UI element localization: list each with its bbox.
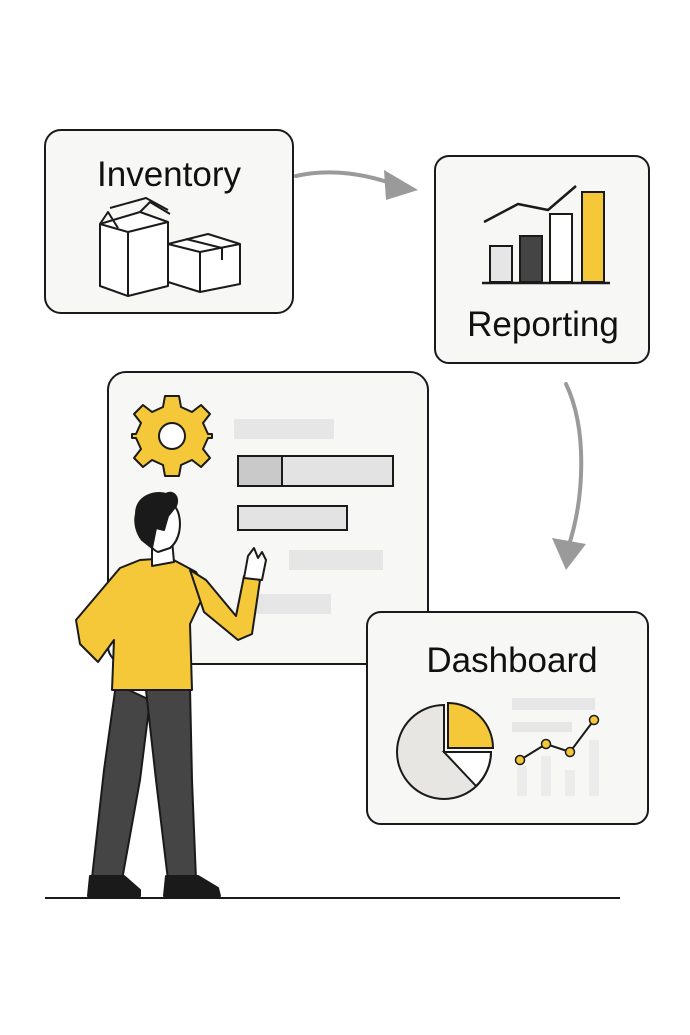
reporting-label: Reporting: [467, 305, 619, 344]
dashboard-label: Dashboard: [426, 641, 597, 680]
person-torso: [75, 557, 207, 691]
bar-chart-icon: [482, 185, 610, 285]
person-shoe-left: [87, 875, 141, 897]
person-hand: [243, 547, 267, 581]
reporting-card: Reporting: [434, 155, 650, 364]
dashboard-bars: [517, 740, 599, 796]
person-leg-front: [145, 687, 197, 881]
person-shoe-right: [163, 875, 221, 897]
placeholder-line-2: [289, 550, 383, 570]
person-leg-back: [91, 683, 151, 881]
pie-slice-yellow: [447, 701, 495, 749]
bar-2: [519, 235, 543, 283]
dashboard-line-2: [512, 722, 572, 732]
inventory-label: Inventory: [97, 155, 241, 194]
person-hair: [134, 491, 178, 549]
slider-bar-1: [237, 455, 394, 487]
boxes-icon: [99, 197, 241, 297]
arrow-inventory-to-reporting: [294, 170, 400, 188]
arrow-head-reporting-to-dashboard: [552, 538, 586, 570]
bar-1: [489, 245, 513, 283]
trend-line: [483, 185, 577, 224]
dashboard-line-1: [512, 698, 595, 710]
bar-3: [549, 213, 573, 283]
arrow-reporting-to-dashboard: [564, 382, 584, 550]
inventory-card: Inventory: [44, 129, 294, 314]
person-figure: [75, 491, 267, 897]
placeholder-line-3: [250, 594, 331, 614]
arrow-head-inventory-to-reporting: [384, 170, 418, 200]
pie-chart-icon: [396, 701, 495, 800]
dashboard-card: Dashboard: [366, 611, 649, 825]
placeholder-line-1: [234, 419, 334, 439]
line-chart-icon: [514, 714, 600, 766]
pie-slice-gray-2: [441, 751, 493, 788]
input-bar-2: [237, 505, 348, 531]
gear-icon: [131, 395, 213, 477]
bar-4: [581, 191, 605, 283]
